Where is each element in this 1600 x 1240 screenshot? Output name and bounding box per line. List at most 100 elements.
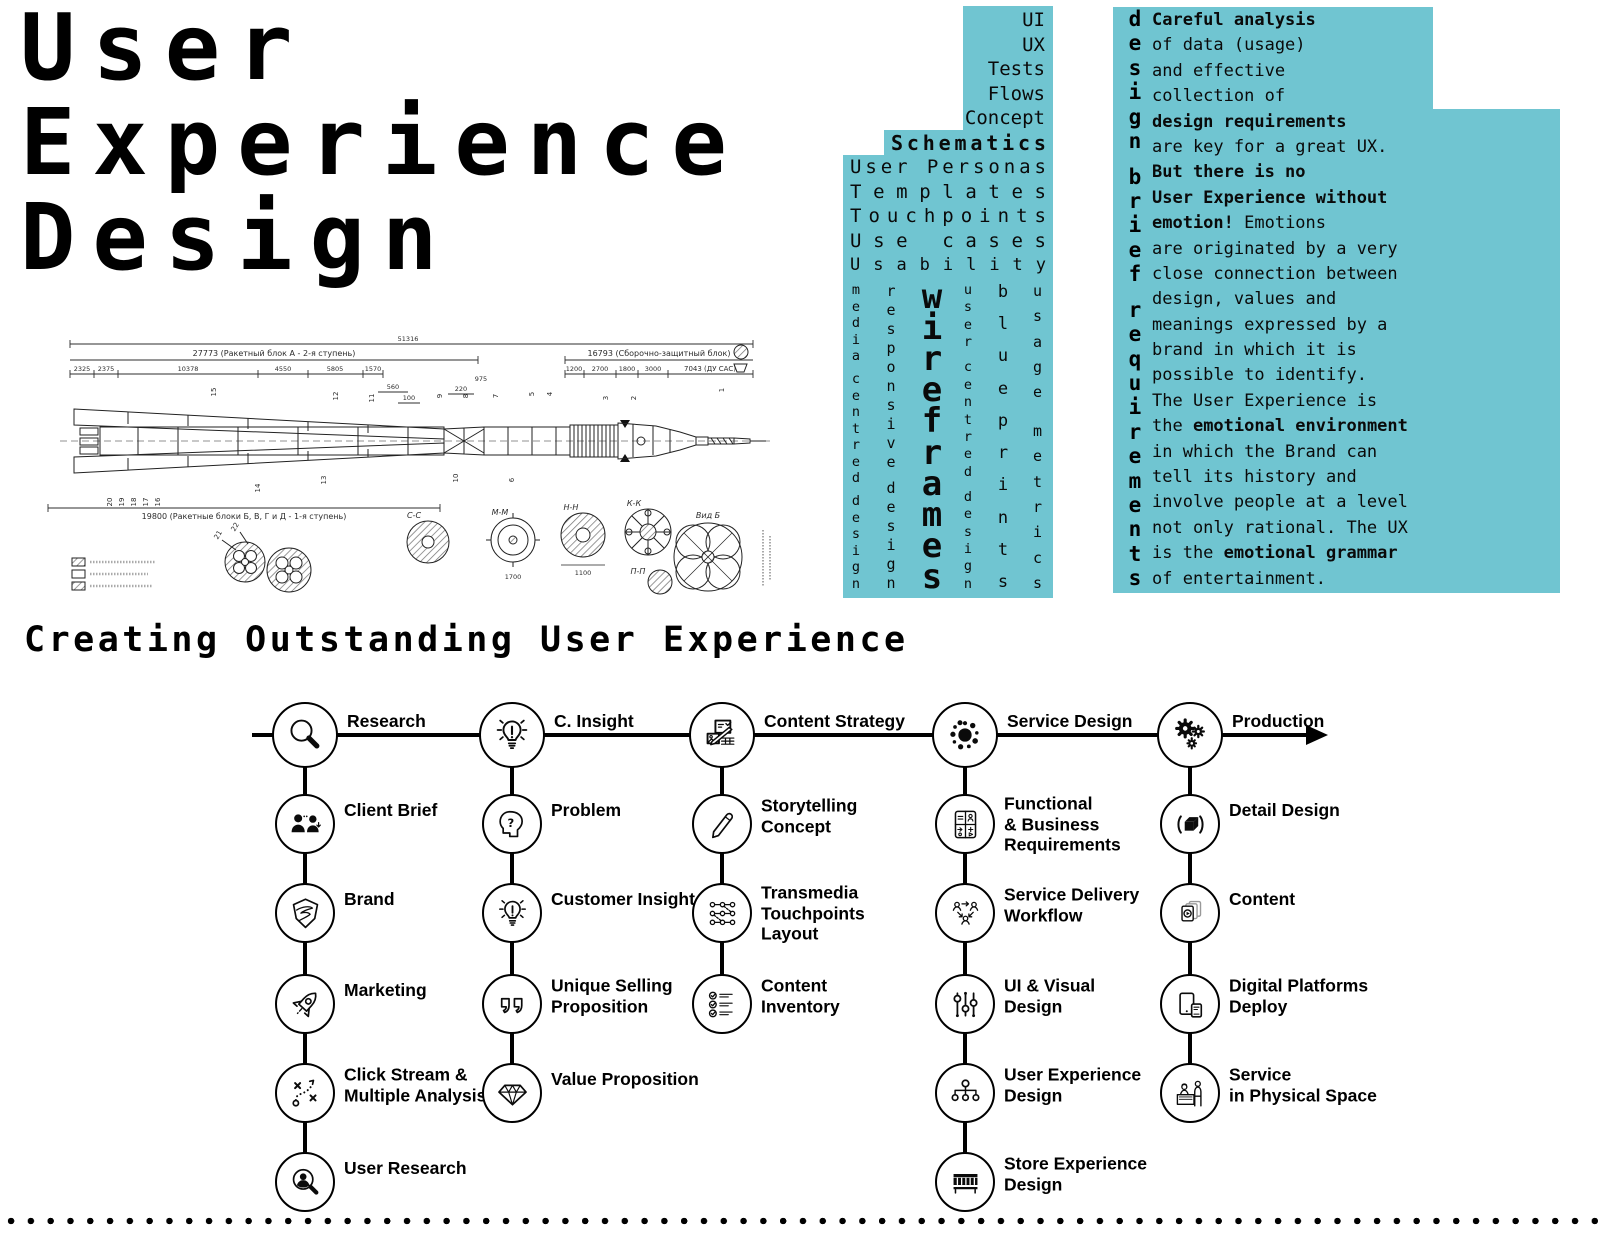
flow-step-label: Storytelling Concept — [761, 795, 858, 837]
svg-text:1570: 1570 — [365, 365, 382, 373]
brief-text-line: But there is no — [1152, 162, 1306, 183]
workflow-people-icon — [952, 900, 978, 925]
flow-step-node — [1160, 883, 1220, 943]
rocket-blueprint: 51316 27773 (Ракетный блок А - 2-я ступе… — [47, 335, 771, 595]
brief-text-line: Careful analysis — [1152, 10, 1316, 30]
word-cloud-word: Concept — [964, 107, 1045, 129]
svg-text:М-М: М-М — [492, 508, 509, 517]
word-cloud-background-step — [884, 130, 1053, 155]
flow-step-label: Service in Physical Space — [1229, 1064, 1377, 1106]
brief-text-line: the emotional environment — [1152, 416, 1408, 437]
flow-step-label: Service Delivery Workflow — [1004, 884, 1140, 926]
pencil-icon — [711, 812, 733, 838]
svg-text:20: 20 — [106, 498, 114, 507]
svg-text:220: 220 — [455, 385, 467, 393]
svg-text:2325: 2325 — [74, 365, 91, 373]
brief-text-line: are originated by a very — [1152, 238, 1398, 259]
svg-text:11: 11 — [368, 394, 376, 403]
flow-step-node — [482, 974, 542, 1034]
flow-phase-label: Service Design — [1007, 710, 1133, 731]
brief-text-line: collection of — [1152, 86, 1286, 107]
svg-text:К-К: К-К — [627, 499, 642, 508]
flow-step-label: Store Experience Design — [1004, 1153, 1147, 1195]
flow-step-label: Customer Insight — [551, 888, 695, 909]
flow-step-label: Content Inventory — [761, 975, 840, 1017]
process-column-line — [963, 735, 967, 1182]
dots-ring-icon — [950, 720, 979, 750]
flow-step-node — [275, 883, 335, 943]
flow-step-label: Content — [1229, 888, 1296, 909]
storefront-icon — [953, 1173, 977, 1194]
flow-step-label: Marketing — [344, 979, 427, 1000]
process-arrow-icon — [1306, 725, 1328, 745]
svg-text:Вид Б: Вид Б — [696, 511, 721, 520]
title-line: Experience — [20, 89, 744, 196]
page-title: User Experience Design — [20, 0, 744, 285]
word-cloud-word: UX — [1022, 33, 1045, 56]
brief-text-line: and effective — [1152, 60, 1286, 81]
svg-text:12: 12 — [332, 392, 340, 401]
svg-text:9: 9 — [436, 394, 444, 398]
brief-text-line: possible to identify. — [1152, 365, 1367, 386]
title-line: User — [20, 0, 310, 101]
flow-step-label: Client Brief — [344, 799, 438, 820]
flow-phase-label: Research — [347, 710, 426, 731]
svg-text:27773 (Ракетный блок А - 2-я с: 27773 (Ракетный блок А - 2-я ступень) — [193, 349, 356, 358]
brief-text-line: design, values and — [1152, 289, 1337, 310]
svg-text:21: 21 — [213, 529, 224, 541]
word-cloud-word: Flows — [987, 82, 1045, 105]
brief-text-line: design requirements — [1152, 111, 1347, 132]
svg-text:51316: 51316 — [398, 335, 419, 343]
process-column-line — [303, 735, 307, 1182]
flow-step-node — [935, 883, 995, 943]
svg-text:5805: 5805 — [327, 365, 344, 373]
sitemap-icon — [950, 1078, 980, 1101]
flow-step-node — [1160, 1063, 1220, 1123]
checklist-icon — [708, 991, 733, 1017]
flow-phase-label: C. Insight — [554, 710, 634, 731]
svg-text:?: ? — [507, 815, 514, 829]
brief-text-line: meanings expressed by a — [1152, 314, 1388, 335]
user-magnifier-icon — [292, 1168, 318, 1195]
flow-step-node — [692, 794, 752, 854]
brief-text-line: are key for a great UX. — [1152, 136, 1388, 157]
flow-step-node — [275, 1063, 335, 1123]
svg-text:15: 15 — [210, 388, 218, 397]
word-cloud-background-step — [963, 6, 1053, 130]
svg-text:1100: 1100 — [575, 569, 592, 577]
cube-3d-icon — [1176, 814, 1204, 834]
media-cards-icon — [1180, 900, 1201, 922]
flow-phase-node — [479, 702, 545, 768]
diamond-icon — [497, 1084, 527, 1106]
svg-text:2375: 2375 — [98, 365, 115, 373]
flow-step-label: Unique Selling Proposition — [551, 975, 673, 1017]
svg-text:100: 100 — [403, 394, 415, 402]
brief-text-line: close connection between — [1152, 263, 1398, 284]
svg-text:10378: 10378 — [178, 365, 199, 373]
flow-step-node — [1160, 974, 1220, 1034]
flow-step-node — [935, 1063, 995, 1123]
svg-text:2700: 2700 — [592, 365, 609, 373]
svg-text:4550: 4550 — [275, 365, 292, 373]
svg-text:18: 18 — [130, 498, 138, 507]
process-column-line — [720, 735, 724, 1004]
flow-step-label: Value Proposition — [551, 1068, 699, 1089]
flow-step-node: ? — [482, 794, 542, 854]
svg-text:С-С: С-С — [407, 511, 421, 520]
word-cloud-background-step — [843, 155, 1053, 598]
brief-text-line: of entertainment. — [1152, 568, 1326, 589]
brand-shield-icon — [292, 897, 318, 928]
flow-step-label: Problem — [551, 799, 622, 820]
calculator-grid-icon — [954, 810, 976, 838]
brief-background-step — [1113, 109, 1560, 593]
svg-text:3: 3 — [602, 396, 610, 400]
flow-step-node — [935, 1152, 995, 1212]
